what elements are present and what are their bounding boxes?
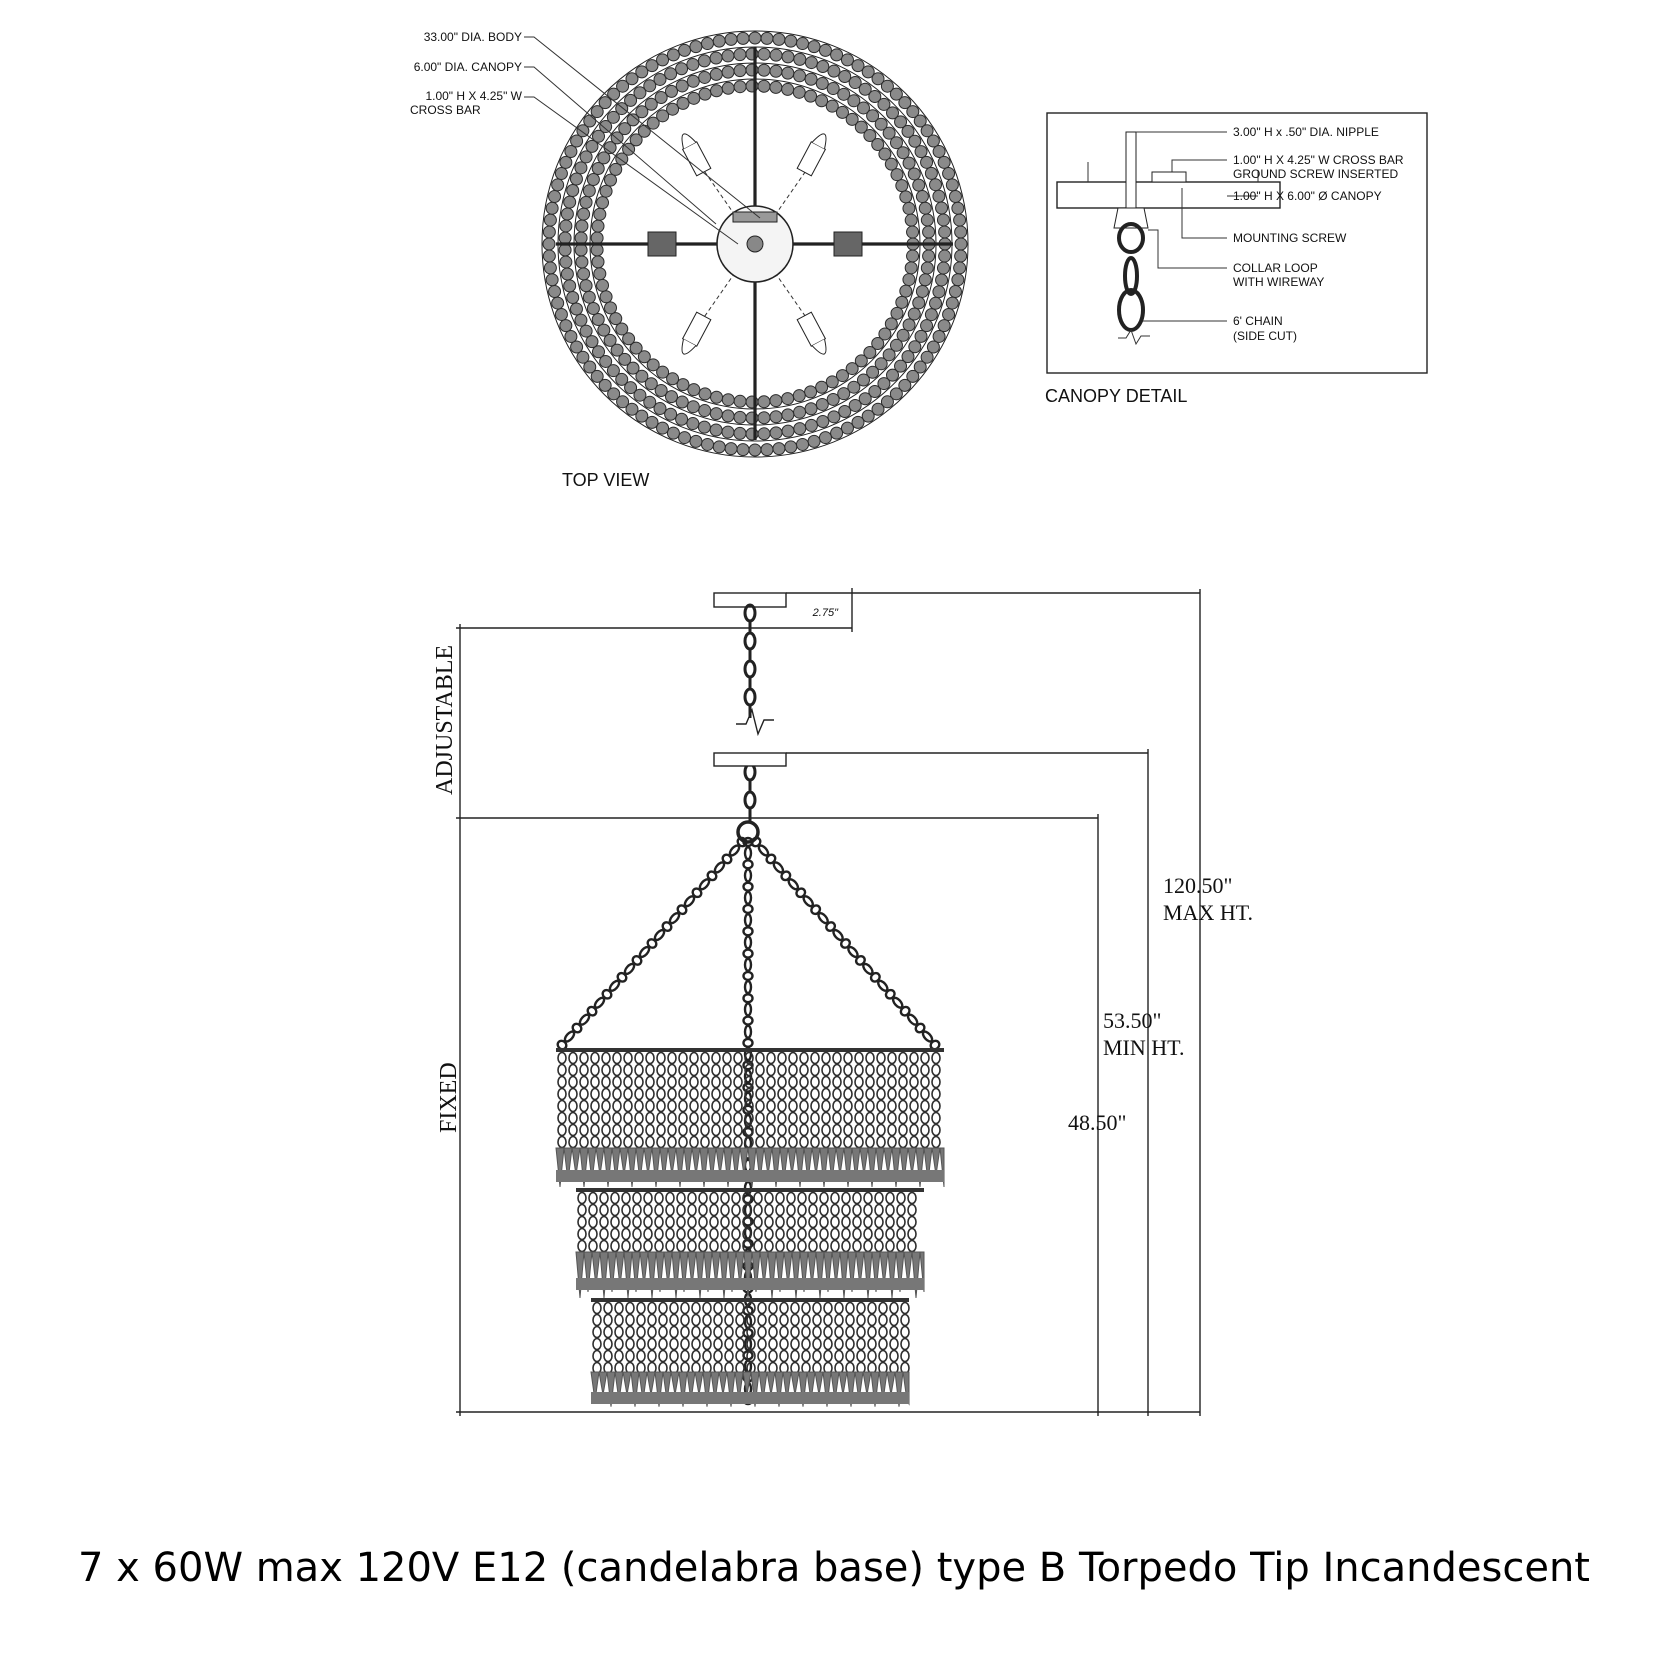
max-height-value: 120.50"	[1163, 873, 1232, 898]
callout-ground-screw: GROUND SCREW INSERTED	[1233, 167, 1398, 181]
callout-detail-canopy: 1.00" H X 6.00" Ø CANOPY	[1233, 189, 1382, 203]
bulb-specification: 7 x 60W max 120V E12 (candelabra base) t…	[78, 1545, 1590, 1591]
callout-cross-bar: CROSS BAR	[410, 103, 481, 117]
canopy-detail-leaders	[1136, 131, 1258, 322]
canopy-detail: 3.00" H x .50" DIA. NIPPLE 1.00" H X 4.2…	[1045, 112, 1428, 406]
side-view-cross-plate	[713, 752, 787, 767]
callout-body-diameter: 33.00" DIA. BODY	[424, 30, 522, 44]
callout-side-cut: (SIDE CUT)	[1233, 329, 1297, 343]
callout-canopy-diameter: 6.00" DIA. CANOPY	[414, 60, 522, 74]
chain-break-symbol	[736, 707, 774, 737]
side-view: 2.75" ADJUSTABLE FIXED 120.50" MAX HT. 5…	[432, 588, 1253, 1416]
callout-mounting-screw: MOUNTING SCREW	[1233, 231, 1347, 245]
top-view-bead-rings	[541, 30, 969, 458]
canopy-detail-title: CANOPY DETAIL	[1045, 386, 1187, 406]
fixed-label: FIXED	[436, 1062, 462, 1133]
callout-collar-loop: COLLAR LOOP	[1233, 261, 1318, 275]
side-view-canopy	[713, 592, 787, 608]
dimension-lines	[456, 588, 1201, 1416]
fixed-height-value: 48.50"	[1068, 1110, 1126, 1135]
callout-wireway: WITH WIREWAY	[1233, 275, 1324, 289]
canopy-detail-frame	[1046, 112, 1428, 374]
top-view: 33.00" DIA. BODY 6.00" DIA. CANOPY 1.00"…	[410, 30, 969, 490]
top-view-title: TOP VIEW	[562, 470, 649, 490]
callout-chain: 6' CHAIN	[1233, 314, 1283, 328]
callout-nipple: 3.00" H x .50" DIA. NIPPLE	[1233, 125, 1379, 139]
chandelier-tiers	[555, 1048, 945, 1407]
callout-detail-cross-bar: 1.00" H X 4.25" W CROSS BAR	[1233, 153, 1404, 167]
min-height-label: MIN HT.	[1103, 1035, 1184, 1060]
adjustable-label: ADJUSTABLE	[432, 645, 458, 795]
canopy-height-dim: 2.75"	[812, 607, 839, 619]
callout-cross-bar-size: 1.00" H X 4.25" W	[425, 89, 522, 103]
max-height-label: MAX HT.	[1163, 900, 1253, 925]
top-view-candles	[681, 133, 827, 355]
top-view-leaders	[524, 36, 761, 245]
min-height-value: 53.50"	[1103, 1008, 1161, 1033]
